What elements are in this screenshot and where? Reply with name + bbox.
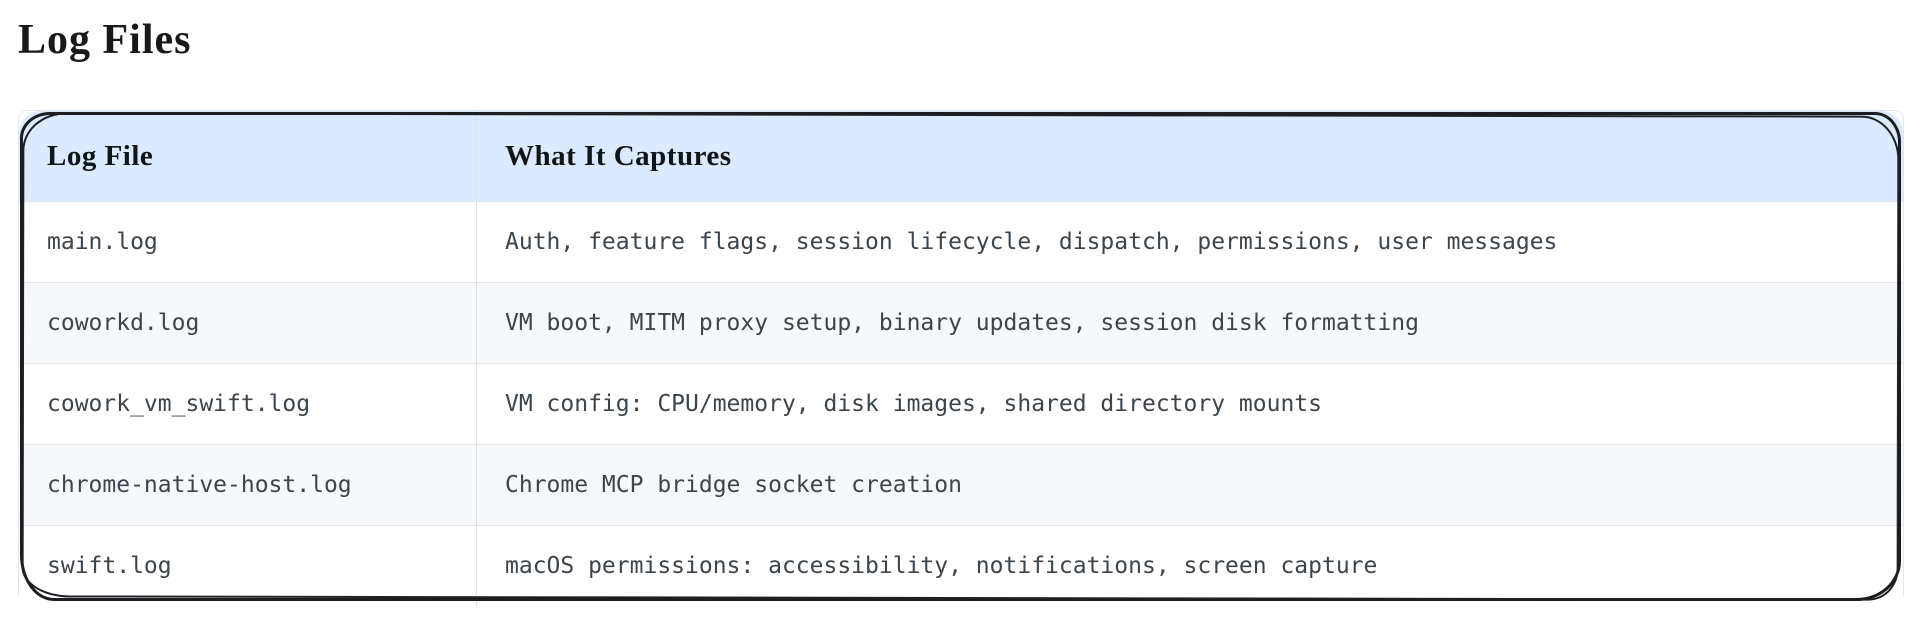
cell-captures: VM boot, MITM proxy setup, binary update… <box>477 283 1903 363</box>
cell-captures: Chrome MCP bridge socket creation <box>477 445 1903 525</box>
header-cell-log-file: Log File <box>19 111 477 202</box>
captures-description: Auth, feature flags, session lifecycle, … <box>505 229 1558 256</box>
column-header-log-file: Log File <box>47 139 154 172</box>
log-file-name: swift.log <box>47 553 172 580</box>
captures-description: macOS permissions: accessibility, notifi… <box>505 553 1378 580</box>
cell-captures: VM config: CPU/memory, disk images, shar… <box>477 364 1903 444</box>
column-header-what-it-captures: What It Captures <box>505 139 732 172</box>
table-row: coworkd.log VM boot, MITM proxy setup, b… <box>19 282 1903 364</box>
cell-log-file: chrome-native-host.log <box>19 445 477 526</box>
cell-log-file: swift.log <box>19 526 477 607</box>
cell-captures: macOS permissions: accessibility, notifi… <box>477 526 1903 606</box>
log-file-name: main.log <box>47 229 158 256</box>
table-row: cowork_vm_swift.log VM config: CPU/memor… <box>19 363 1903 445</box>
log-file-name: chrome-native-host.log <box>47 472 352 499</box>
cell-log-file: cowork_vm_swift.log <box>19 364 477 445</box>
captures-description: VM config: CPU/memory, disk images, shar… <box>505 391 1322 418</box>
table-row: swift.log macOS permissions: accessibili… <box>19 525 1903 607</box>
cell-captures: Auth, feature flags, session lifecycle, … <box>477 202 1903 282</box>
log-files-page: Log Files Log File What It Captures main… <box>18 17 1904 607</box>
captures-description: Chrome MCP bridge socket creation <box>505 472 962 499</box>
log-file-name: coworkd.log <box>47 310 200 337</box>
log-files-table: Log File What It Captures main.log Auth,… <box>18 110 1904 607</box>
table-row: main.log Auth, feature flags, session li… <box>19 201 1903 283</box>
table-header-row: Log File What It Captures <box>19 111 1903 202</box>
header-cell-what-it-captures: What It Captures <box>477 111 1903 201</box>
cell-log-file: main.log <box>19 202 477 283</box>
page-title: Log Files <box>18 17 192 63</box>
cell-log-file: coworkd.log <box>19 283 477 364</box>
log-file-name: cowork_vm_swift.log <box>47 391 311 418</box>
table-row: chrome-native-host.log Chrome MCP bridge… <box>19 444 1903 526</box>
captures-description: VM boot, MITM proxy setup, binary update… <box>505 310 1419 337</box>
